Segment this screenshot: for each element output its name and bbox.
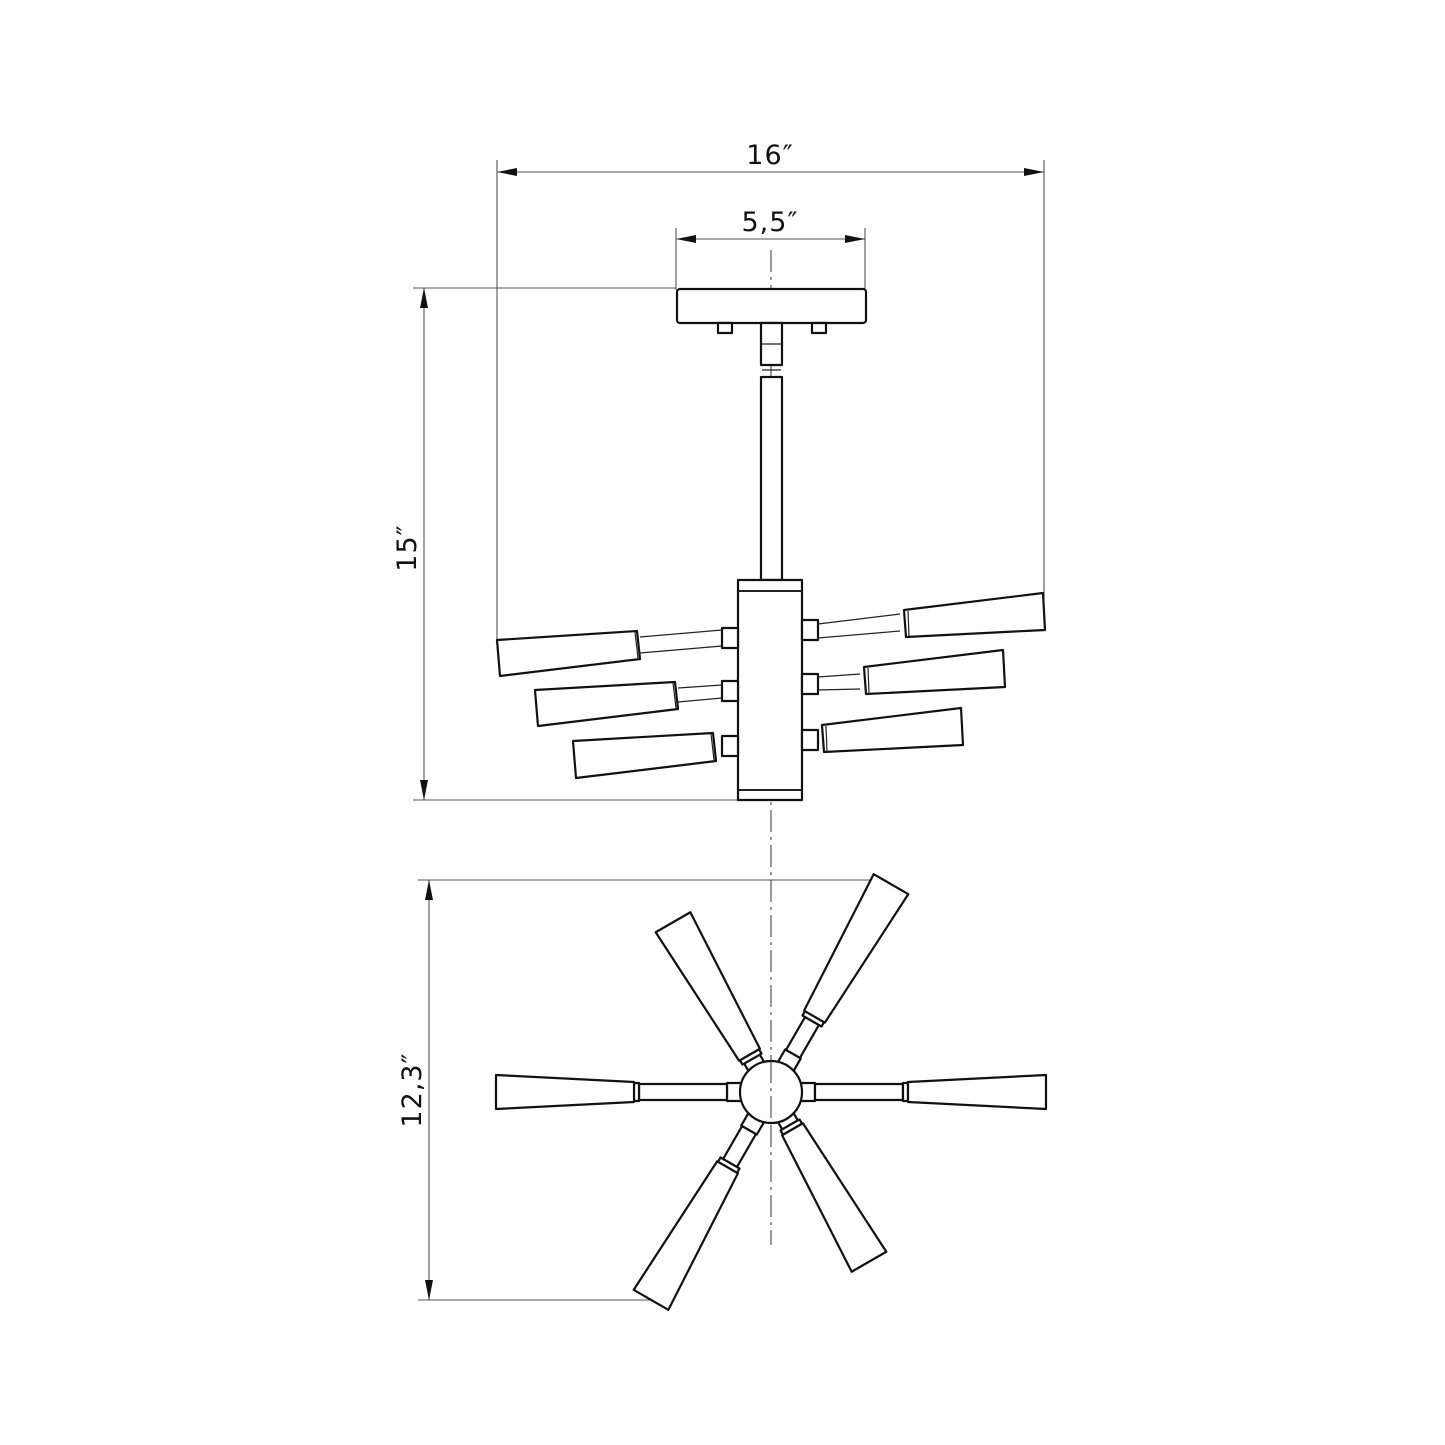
shade-left-2 [533, 680, 680, 728]
canopy-screw-right [810, 321, 828, 335]
plan-arm-left [494, 1073, 743, 1111]
plan-arm-upper-right [777, 873, 910, 1072]
shade-right-3 [820, 706, 965, 754]
stem-rod [759, 375, 784, 582]
dimension-overall-width: 16″ [496, 140, 1045, 640]
plan-arm-lower-right [777, 1112, 888, 1273]
overall-height-label: 15″ [392, 524, 423, 571]
side-view [495, 287, 1047, 802]
dimension-plan-depth: 12,3″ [397, 879, 872, 1301]
plan-depth-label: 12,3″ [397, 1052, 428, 1127]
plan-arm-upper-left [654, 911, 765, 1072]
shade-right-1 [902, 591, 1047, 639]
canopy-width-label: 5,5″ [741, 207, 798, 238]
plan-view [494, 873, 1048, 1311]
dimension-canopy-width: 5,5″ [675, 207, 866, 290]
shade-right-2 [862, 648, 1007, 696]
plan-arm-right [799, 1073, 1048, 1111]
center-body [736, 578, 804, 802]
canopy [675, 287, 868, 325]
canopy-screw-left [716, 321, 734, 335]
dimension-overall-height: 15″ [392, 287, 738, 801]
shade-left-3 [571, 731, 718, 780]
shade-left-1 [495, 629, 642, 678]
plan-arm-lower-left [632, 1112, 765, 1311]
overall-width-label: 16″ [746, 140, 793, 171]
